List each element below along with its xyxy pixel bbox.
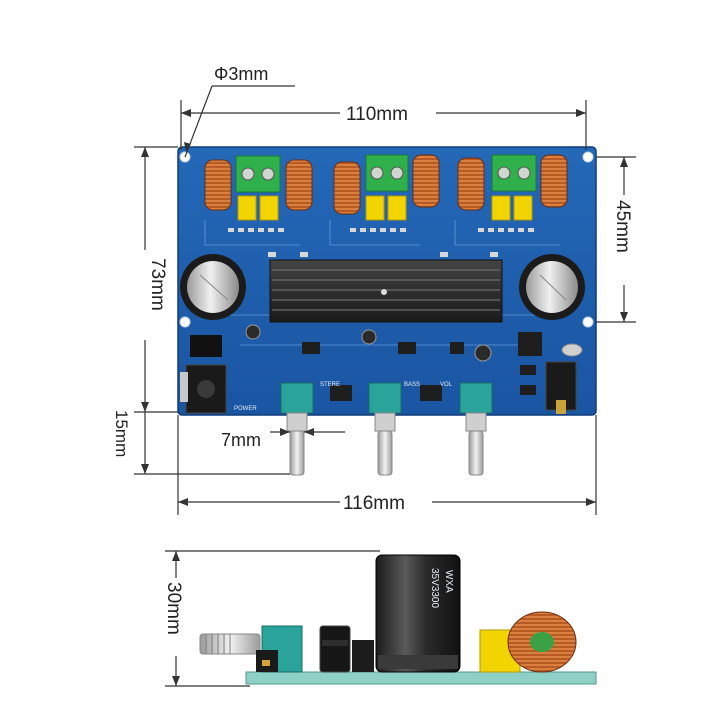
film-cap-left-1 [237, 195, 257, 221]
film-cap-left-2 [259, 195, 279, 221]
film-cap-right-1 [491, 195, 511, 221]
side-filter-capacitor: 35V3300 WXA [375, 554, 461, 673]
audio-jack [545, 361, 577, 414]
capacitor-brand-label: WXA [443, 570, 454, 593]
inductor-left-1 [204, 159, 232, 211]
potentiometer-stereo [280, 382, 314, 476]
hole-diameter-label: Φ3mm [214, 64, 268, 84]
heatsink [269, 259, 503, 323]
power-label: POWER [234, 406, 257, 412]
inductor-right-2 [540, 154, 568, 208]
capacitor-value-label: 35V3300 [429, 568, 440, 608]
sub-channel-output [333, 154, 440, 221]
side-dimension-lines [165, 550, 380, 687]
bass-label: BASS [404, 382, 420, 388]
side-inductor [507, 611, 577, 673]
potentiometer-bass [368, 382, 402, 476]
board-height-label: 73mm [147, 258, 168, 311]
power-jack [180, 335, 227, 414]
ic-chips [245, 324, 583, 401]
inductor-sub-1 [333, 161, 361, 215]
vol-label: VOL [440, 382, 453, 388]
side-pcb-board [245, 671, 597, 685]
top-width-label: 110mm [346, 104, 408, 125]
film-cap-sub-1 [365, 195, 385, 221]
knob-height-label: 15mm [112, 410, 131, 457]
right-channel-output [457, 154, 568, 221]
film-cap-sub-2 [387, 195, 407, 221]
inductor-sub-2 [412, 154, 440, 208]
side-small-cap [319, 625, 351, 673]
inductor-right-1 [457, 157, 485, 211]
film-cap-right-2 [513, 195, 533, 221]
potentiometer-vol [459, 382, 493, 476]
filter-capacitor-right [519, 254, 585, 320]
hole-spacing-label: 45mm [612, 200, 633, 253]
side-height-label: 30mm [163, 582, 184, 635]
knob-spacing-label: 7mm [221, 430, 261, 450]
inductor-left-2 [285, 159, 313, 211]
dimension-lines [134, 85, 636, 515]
pcb-top-view: POWER STERE BASS VOL [177, 146, 597, 476]
left-channel-output [204, 155, 313, 221]
smd-components [228, 228, 534, 257]
overall-width-label: 116mm [343, 493, 405, 514]
mounting-holes [179, 151, 594, 328]
pcb-side-view: 35V3300 WXA [199, 554, 597, 685]
stereo-label: STERE [320, 382, 340, 388]
filter-capacitor-left [180, 254, 246, 320]
